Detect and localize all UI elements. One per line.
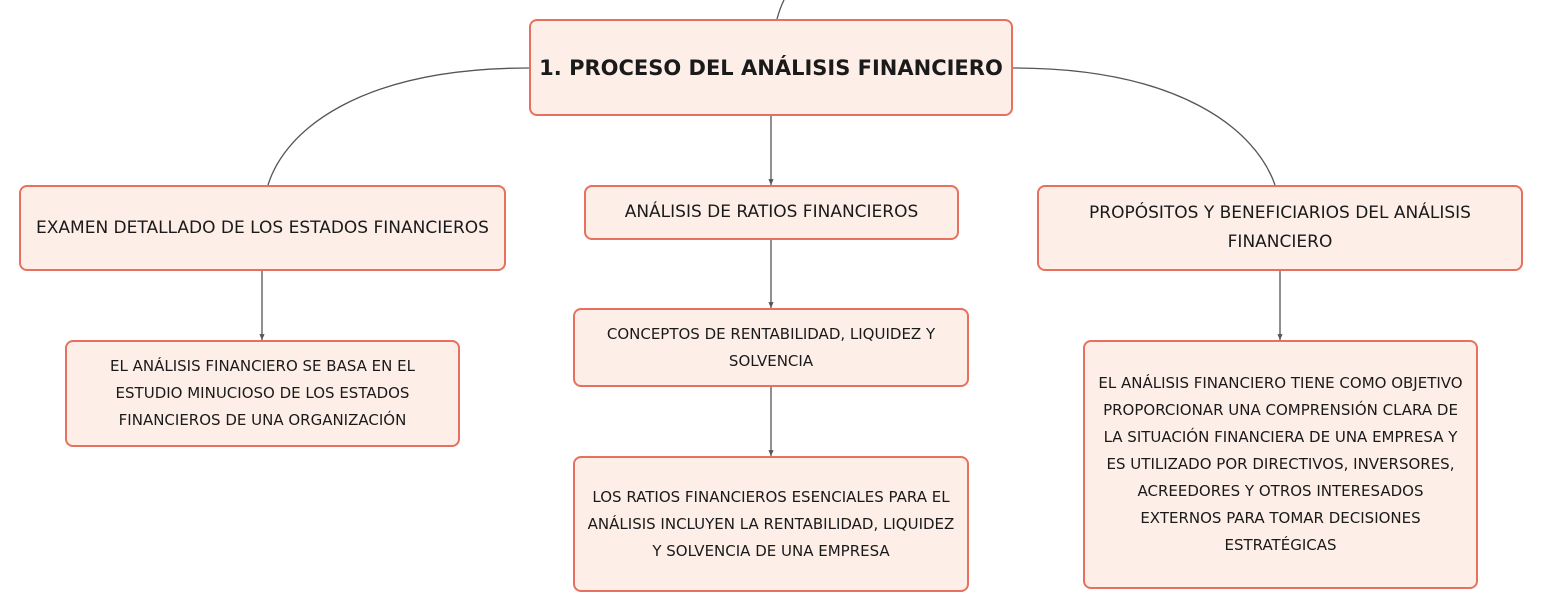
connector-root-to-examen <box>267 67 530 186</box>
root-topic-node[interactable]: 1. PROCESO DEL ANÁLISIS FINANCIERO <box>529 19 1013 116</box>
branch-node-examen[interactable]: EXAMEN DETALLADO DE LOS ESTADOS FINANCIE… <box>19 185 506 271</box>
branch-label-propositos: PROPÓSITOS Y BENEFICIARIOS DEL ANÁLISIS … <box>1089 203 1471 252</box>
subtopic-node-estudio[interactable]: EL ANÁLISIS FINANCIERO SE BASA EN EL EST… <box>65 340 460 447</box>
subtopic-node-conceptos[interactable]: CONCEPTOS DE RENTABILIDAD, LIQUIDEZ Y SO… <box>573 308 969 387</box>
subtopic-label-conceptos: CONCEPTOS DE RENTABILIDAD, LIQUIDEZ Y SO… <box>606 324 936 370</box>
branch-node-propositos[interactable]: PROPÓSITOS Y BENEFICIARIOS DEL ANÁLISIS … <box>1037 185 1523 271</box>
subtopic-label-estudio: EL ANÁLISIS FINANCIERO SE BASA EN EL EST… <box>110 357 415 429</box>
branch-label-ratios: ANÁLISIS DE RATIOS FINANCIEROS <box>624 202 919 222</box>
subtopic-node-objetivo[interactable]: EL ANÁLISIS FINANCIERO TIENE COMO OBJETI… <box>1083 340 1478 589</box>
root-topic-label: 1. PROCESO DEL ANÁLISIS FINANCIERO <box>539 55 1003 80</box>
branch-node-ratios[interactable]: ANÁLISIS DE RATIOS FINANCIEROS <box>584 185 959 240</box>
connector-root-to-propositos <box>1012 67 1276 186</box>
connector-parent-to-root <box>776 0 785 20</box>
subtopic-label-objetivo: EL ANÁLISIS FINANCIERO TIENE COMO OBJETI… <box>1098 374 1463 554</box>
subtopic-node-ratios-esenciales[interactable]: LOS RATIOS FINANCIEROS ESENCIALES PARA E… <box>573 456 969 592</box>
branch-label-examen: EXAMEN DETALLADO DE LOS ESTADOS FINANCIE… <box>36 217 489 238</box>
subtopic-label-ratios-esenciales: LOS RATIOS FINANCIEROS ESENCIALES PARA E… <box>587 487 955 560</box>
